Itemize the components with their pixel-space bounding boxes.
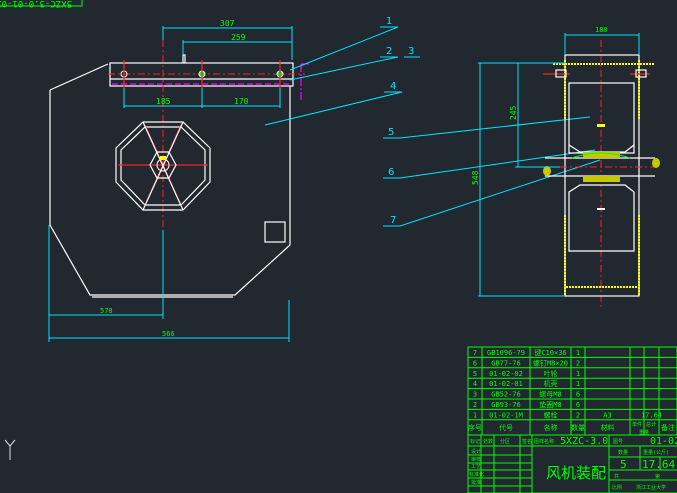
parts-cell-material: A3 [603,411,611,419]
parts-cell-qty: 6 [576,401,580,409]
organization: 浙江工业大学 [636,484,666,491]
label-drawing-no: 图号 [613,439,623,445]
product-code: 5XZC-3.0 [560,436,608,447]
rotated-drawing-number: 5XZC-3.0-01-02 [0,0,72,8]
parts-cell-name: 键C10×36 [534,348,566,357]
parts-cell-name: 螺母M8 [539,390,561,399]
parts-cell-unit: 17.64 [641,411,662,419]
fan-side-view [515,40,660,310]
header-note: 备注 [661,423,675,432]
header-no: 序号 [468,423,482,432]
label-scale: 比例 [612,484,622,491]
parts-cell-code: GB52-76 [491,391,521,399]
header-material: 材料 [601,423,615,432]
balloon-1: 1 [386,16,392,27]
parts-cell-name: 叶轮 [544,369,558,378]
label-marks: 标记 [470,438,480,445]
parts-cell-code: 01-02-02 [489,370,523,378]
drawing-number-box: 5XZC-3.0-01-02 [0,0,83,8]
qty-value: 5 [620,458,627,471]
label-page: 第 [655,473,660,480]
parts-cell-code: GB77-76 [491,359,521,367]
dim-245: 245 [509,105,518,120]
dim-185: 185 [156,97,171,106]
parts-cell-qty: 1 [576,370,580,378]
drawing-title: 风机装配 [546,464,606,482]
balloon-3: 3 [408,46,414,57]
label-sign: 签名 [522,438,532,445]
left-dimensions: 307 259 185 170 578 566 [48,19,293,342]
dim-548: 548 [471,170,480,185]
header-qty: 数量 [571,423,585,432]
parts-cell-no: 7 [473,349,477,357]
parts-cell-name: 螺钉M8×20 [533,358,568,367]
balloon-6: 6 [388,167,394,178]
header-name: 名称 [544,423,558,432]
dim-566: 566 [162,330,175,338]
parts-list-table: 7 GB1096-79 键C10×36 1 6 GB77-76 螺钉M8×20 2 5 01-02… [467,346,677,436]
parts-cell-code: 01-02-01 [489,380,523,388]
label-check: 审核 [471,456,481,463]
bolt-2 [198,60,206,88]
parts-cell-qty: 6 [576,391,580,399]
label-drawing-name: 图样名称 [534,438,554,445]
label-standard: 标准化 [469,471,484,478]
dim-170: 170 [234,97,249,106]
parts-cell-qty: 2 [576,359,580,367]
label-qty: 数量 [618,449,628,456]
bolt-1 [120,60,128,88]
label-total: 共 [614,473,619,480]
balloon-5: 5 [388,127,394,138]
label-design: 设计 [471,448,481,455]
balloon-2: 2 [386,46,392,57]
drawing-no: 01-02 [650,436,677,447]
ucs-axis-icon [4,439,16,460]
parts-cell-qty: 1 [576,349,580,357]
header-weight: 重量 [639,429,649,436]
label-weight: 重量(公斤) [643,449,669,456]
header-single: 单件 [632,421,642,428]
label-count: 处数 [483,438,493,445]
parts-cell-qty: 2 [576,411,580,419]
title-block: 标记 处数 分区 签名 设计 审核 工艺 标准化 批准 图样名称 5XZC-3.… [467,434,677,493]
balloon-7: 7 [390,215,396,226]
parts-cell-no: 5 [473,370,477,378]
parts-cell-name: 垫圈M8 [539,400,561,409]
dim-180: 180 [595,26,608,34]
parts-cell-code: 01-02-1M [489,411,523,419]
fan-front-view [49,40,311,298]
label-zone: 分区 [500,438,510,445]
parts-cell-no: 6 [473,359,477,367]
bolt-3 [276,60,284,88]
parts-cell-code: GB93-76 [491,401,521,409]
parts-cell-name: 螺栓 [544,410,558,419]
parts-cell-no: 3 [473,391,477,399]
parts-cell-no: 2 [473,401,477,409]
dim-307: 307 [220,19,235,28]
label-process: 工艺 [471,464,481,470]
parts-cell-no: 1 [473,411,477,419]
weight-value: 17.64 [642,458,675,471]
parts-cell-no: 4 [473,380,477,388]
header-total: 总计 [646,421,656,428]
header-code: 代号 [499,423,513,432]
impeller [115,121,211,211]
dim-578: 578 [100,307,113,315]
parts-cell-qty: 1 [576,380,580,388]
parts-cell-code: GB1096-79 [487,349,525,357]
dim-259: 259 [231,33,246,42]
parts-cell-name: 机壳 [544,379,558,388]
right-dimensions: 180 245 548 [471,26,640,297]
part-balloons: 1 2 3 4 5 6 7 [264,16,601,227]
label-approve: 批准 [471,479,481,486]
balloon-4: 4 [390,81,396,92]
